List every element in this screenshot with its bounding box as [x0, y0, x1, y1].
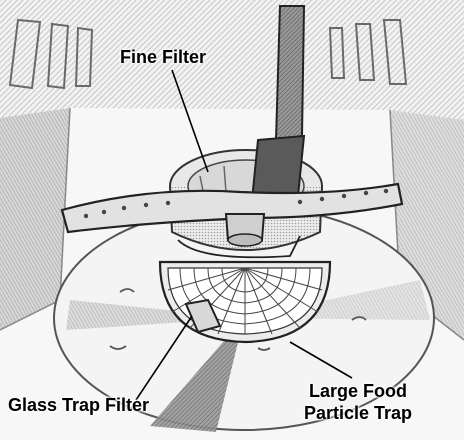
large-food-label-line2: Particle Trap [304, 403, 413, 423]
large-food-leader [289, 341, 353, 379]
spray-arm-feed-tube [250, 5, 306, 202]
large-food-particle-trap-label: Large Food Particle Trap [304, 380, 412, 424]
large-food-label-line1: Large Food [309, 381, 408, 401]
fine-filter-leader [171, 69, 209, 173]
glass-trap-filter-label: Glass Trap Filter [8, 395, 150, 415]
lower-spray-arm [60, 182, 404, 247]
glass-trap-leader [135, 315, 193, 401]
fine-filter-label: Fine Filter [120, 47, 207, 67]
callout-leaders [135, 69, 353, 401]
glass-trap-filter [158, 235, 332, 344]
